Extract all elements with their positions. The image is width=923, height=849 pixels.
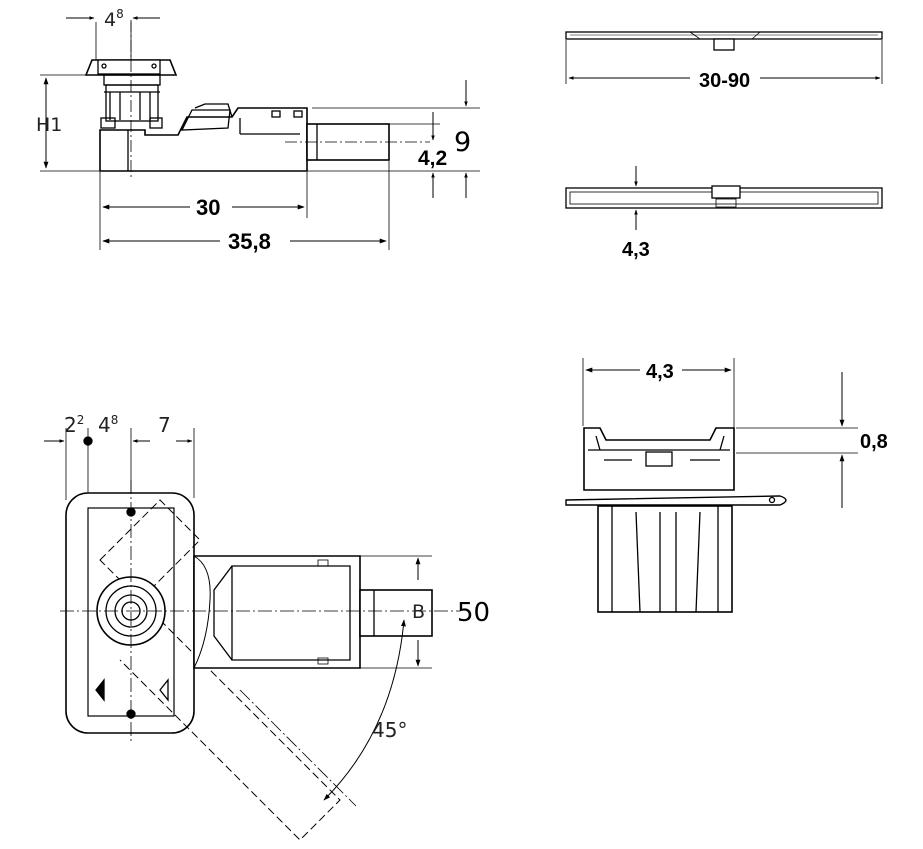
dim-detail-adjust: 0,8	[860, 431, 888, 453]
channel-top-view	[565, 31, 883, 84]
dim-detail-width: 4,3	[646, 361, 674, 383]
dim-offset-a: 22	[64, 413, 84, 437]
channel-side-view	[565, 166, 883, 230]
dim-channel-height: 4,3	[622, 239, 650, 261]
dim-overall-height: 9	[454, 127, 471, 158]
side-view	[40, 16, 480, 250]
dim-channel-length: 30-90	[699, 70, 750, 92]
dim-pipe-label: B	[412, 601, 425, 623]
plan-view	[44, 428, 460, 841]
dim-top-width: 48	[104, 7, 124, 31]
dim-offset-b: 48	[98, 413, 118, 437]
dim-angle: 45°	[372, 718, 407, 742]
dim-length-total: 35,8	[228, 229, 271, 254]
dim-length-inner: 30	[196, 195, 220, 220]
detail-view	[565, 358, 858, 613]
dim-pipe-value: 50	[457, 598, 490, 628]
dim-offset-c: 7	[158, 413, 171, 437]
dim-outlet-height: 4,2	[418, 147, 447, 170]
dim-h1: H1	[36, 114, 62, 136]
